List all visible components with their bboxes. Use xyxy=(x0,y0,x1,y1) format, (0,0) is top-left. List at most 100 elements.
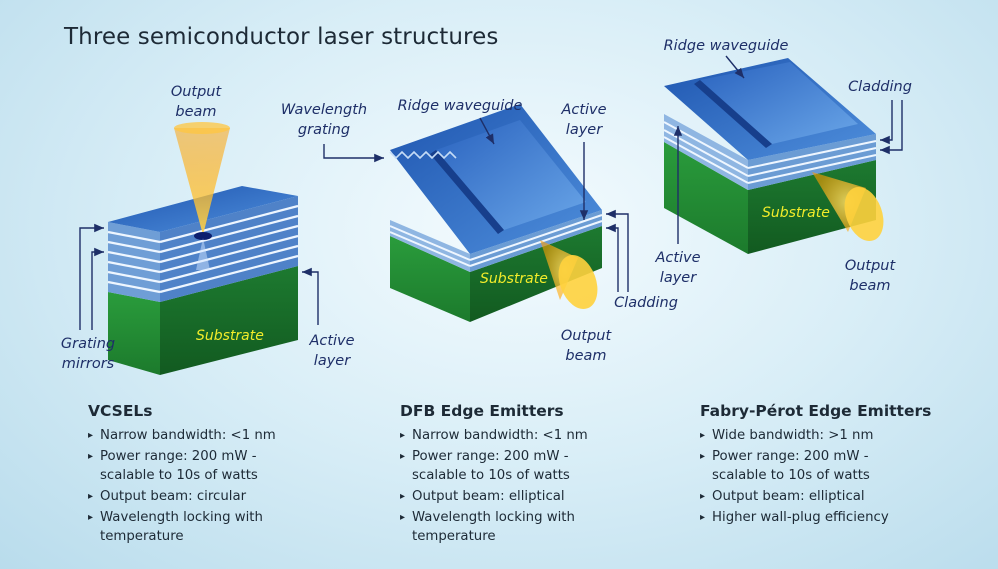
dfb-grating-label-2: grating xyxy=(298,122,350,138)
bullet-item: Higher wall-plug efficiency xyxy=(700,508,942,527)
fp-output-beam-label-1: Output xyxy=(845,258,897,274)
vcsel-output-beam-label-2: beam xyxy=(175,104,216,120)
fp-output-beam-label-2: beam xyxy=(849,278,890,294)
bullet-item: Narrow bandwidth: <1 nm xyxy=(88,426,358,445)
bullet-item: Wide bandwidth: >1 nm xyxy=(700,426,970,445)
vcsel-diagram: Output beam Grating mirrors Active layer… xyxy=(61,84,355,375)
fp-cladding-label: Cladding xyxy=(848,79,912,95)
dfb-substrate-left xyxy=(390,236,470,322)
fp-active-label-2: layer xyxy=(660,270,697,286)
laser-diagrams: Output beam Grating mirrors Active layer… xyxy=(61,38,912,375)
dfb-layer-stripes xyxy=(389,214,603,267)
dfb-active-label-1: Active xyxy=(560,102,606,118)
svg-text:Cladding: Cladding xyxy=(848,79,912,95)
bullet-list: Wide bandwidth: >1 nm Power range: 200 m… xyxy=(700,426,970,527)
vcsel-substrate-front xyxy=(160,266,298,375)
svg-text:layer: layer xyxy=(660,270,697,286)
fp-substrate-label: Substrate xyxy=(762,205,830,221)
fp-active-label-1: Active xyxy=(654,250,700,266)
fp-cladding-arrow-2 xyxy=(880,100,893,145)
bullet-item: Output beam: elliptical xyxy=(400,487,670,506)
vcsel-beam-top xyxy=(174,122,230,134)
bullet-item: Power range: 200 mW - scalable to 10s of… xyxy=(88,447,278,485)
fp-beam-end xyxy=(844,186,884,242)
bullet-item: Output beam: circular xyxy=(88,487,358,506)
svg-text:Active: Active xyxy=(308,333,354,349)
bullet-item: Output beam: elliptical xyxy=(700,487,970,506)
fp-ridge-label: Ridge waveguide xyxy=(664,38,789,54)
column-heading: Fabry-Pérot Edge Emitters xyxy=(700,402,932,420)
fp-ridge-arrow xyxy=(725,55,745,79)
dfb-grating-label-1: Wavelength xyxy=(281,102,367,118)
vcsel-grating-label-2: mirrors xyxy=(62,356,115,372)
dfb-active-label-2: layer xyxy=(566,122,603,138)
dfb-grating-arrow xyxy=(323,144,384,163)
fp-cladding-arrow-1 xyxy=(880,100,903,155)
vcsel-output-beam xyxy=(174,128,230,235)
column-dfb: DFB Edge Emitters Narrow bandwidth: <1 n… xyxy=(400,402,670,548)
bullet-item: Narrow bandwidth: <1 nm xyxy=(400,426,670,445)
fp-ridge xyxy=(700,62,858,144)
fp-substrate-left xyxy=(664,142,748,254)
bullet-item: Wavelength locking with temperature xyxy=(400,508,590,546)
fp-diagram: Ridge waveguide Cladding Substrate Activ… xyxy=(654,38,911,294)
vcsel-active-arrow xyxy=(302,267,319,325)
column-heading: VCSELs xyxy=(88,402,153,420)
page-title: Three semiconductor laser structures xyxy=(64,24,499,50)
svg-text:Grating: Grating xyxy=(61,336,115,352)
svg-text:Wavelength: Wavelength xyxy=(281,102,367,118)
svg-text:Substrate: Substrate xyxy=(762,205,830,221)
bullet-item: Wavelength locking with temperature xyxy=(88,508,278,546)
svg-text:Substrate: Substrate xyxy=(480,271,548,287)
svg-text:Active: Active xyxy=(560,102,606,118)
svg-text:Cladding: Cladding xyxy=(614,295,678,311)
svg-text:beam: beam xyxy=(175,104,216,120)
svg-text:Output: Output xyxy=(561,328,613,344)
column-vcsel: VCSELs Narrow bandwidth: <1 nm Power ran… xyxy=(88,402,358,548)
bullet-list: Narrow bandwidth: <1 nm Power range: 200… xyxy=(88,426,358,546)
dfb-diagram: Wavelength grating Ridge waveguide Activ… xyxy=(281,98,678,364)
dfb-ridge-arrow xyxy=(479,117,495,145)
svg-text:mirrors: mirrors xyxy=(62,356,115,372)
dfb-grating xyxy=(389,150,457,160)
vcsel-active-label-2: layer xyxy=(314,353,351,369)
dfb-layers-left xyxy=(390,220,470,272)
column-heading: DFB Edge Emitters xyxy=(400,402,564,420)
svg-text:Ridge waveguide: Ridge waveguide xyxy=(398,98,523,114)
vcsel-grating-arrow-1 xyxy=(79,223,104,330)
svg-text:layer: layer xyxy=(314,353,351,369)
svg-text:Ridge waveguide: Ridge waveguide xyxy=(664,38,789,54)
column-fabry-perot: Fabry-Pérot Edge Emitters Wide bandwidth… xyxy=(700,402,970,529)
vcsel-layers-front xyxy=(160,196,298,302)
fp-ridge-side xyxy=(694,80,772,148)
vcsel-substrate-label: Substrate xyxy=(196,328,264,344)
bullet-item: Power range: 200 mW - scalable to 10s of… xyxy=(400,447,590,485)
svg-text:Output: Output xyxy=(845,258,897,274)
svg-text:beam: beam xyxy=(565,348,606,364)
vcsel-grating-label-1: Grating xyxy=(61,336,115,352)
dfb-cladding-arrow-1 xyxy=(606,209,629,292)
vcsel-layers-left xyxy=(108,222,160,302)
dfb-substrate-front xyxy=(470,226,602,322)
dfb-beam-end xyxy=(558,254,598,310)
vcsel-grating-arrow-2 xyxy=(91,247,104,330)
svg-text:grating: grating xyxy=(298,122,350,138)
dfb-ridge-label: Ridge waveguide xyxy=(398,98,523,114)
dfb-output-beam-label-1: Output xyxy=(561,328,613,344)
vcsel-output-beam-label-1: Output xyxy=(171,84,223,100)
vcsel-active-label-1: Active xyxy=(308,333,354,349)
svg-text:Active: Active xyxy=(654,250,700,266)
vcsel-beam-glow xyxy=(196,238,210,270)
dfb-cladding-arrow-2 xyxy=(606,223,619,292)
svg-text:Substrate: Substrate xyxy=(196,328,264,344)
vcsel-mirror-stripes xyxy=(107,204,299,294)
dfb-cladding-label: Cladding xyxy=(614,295,678,311)
dfb-ridge-side xyxy=(430,150,504,234)
dfb-output-beam-label-2: beam xyxy=(565,348,606,364)
svg-text:layer: layer xyxy=(566,122,603,138)
svg-text:Output: Output xyxy=(171,84,223,100)
vcsel-substrate-left xyxy=(108,292,160,375)
vcsel-aperture xyxy=(194,232,212,240)
bullet-item: Power range: 200 mW - scalable to 10s of… xyxy=(700,447,890,485)
